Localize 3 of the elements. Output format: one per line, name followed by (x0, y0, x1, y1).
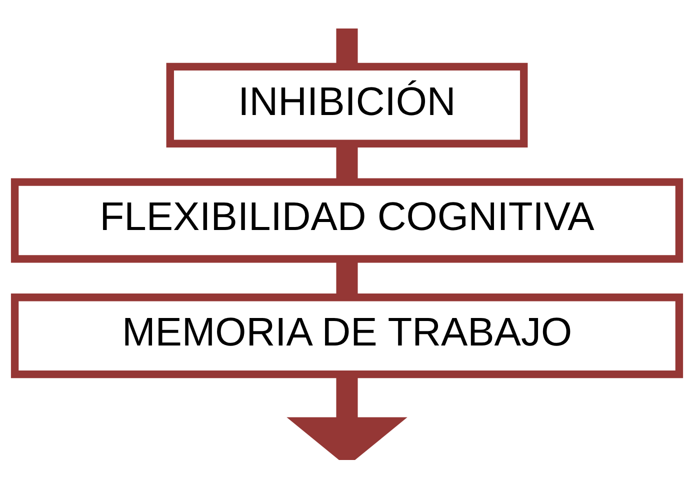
node-box: INHIBICIÓN (166, 62, 528, 148)
node-box: MEMORIA DE TRABAJO (10, 294, 684, 378)
node-box: FLEXIBILIDAD COGNITIVA (10, 178, 684, 263)
